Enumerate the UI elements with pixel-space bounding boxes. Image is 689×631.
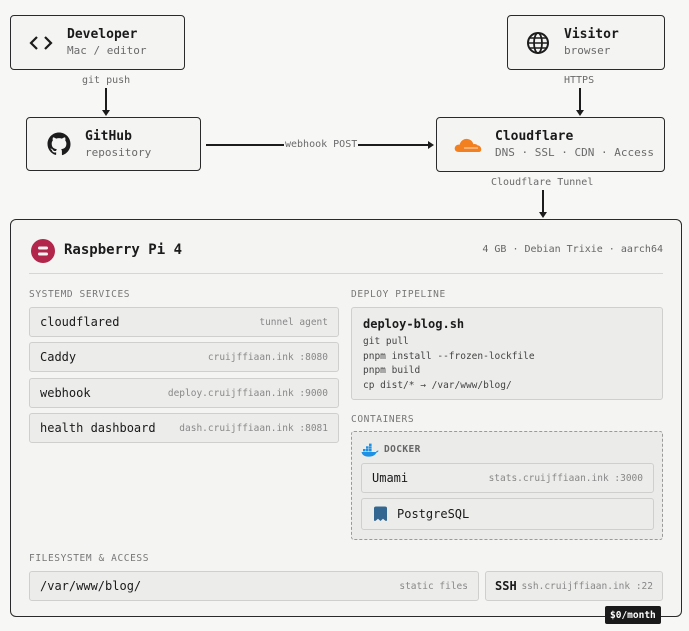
service-meta: cruijffiaan.ink :8080: [207, 351, 328, 363]
edge-label-webhook: webhook POST: [284, 139, 359, 150]
section-heading-pipeline: DEPLOY PIPELINE: [351, 289, 446, 300]
host-specs: 4 GB · Debian Trixie · aarch64: [482, 244, 663, 255]
cost-badge: $0/month: [605, 606, 661, 624]
path-name: /var/www/blog/: [40, 579, 142, 593]
arrowhead: [576, 110, 584, 116]
divider: [29, 273, 663, 274]
edge-cloudflare-pi: [542, 190, 544, 212]
docker-icon: [361, 442, 379, 461]
arrowhead: [539, 212, 547, 218]
github-node: GitHub repository: [26, 117, 201, 171]
pipeline-command: cp dist/* → /var/www/blog/: [363, 379, 512, 391]
pipeline-script-name: deploy-blog.sh: [363, 317, 465, 331]
service-caddy: Caddy cruijffiaan.ink :8080: [29, 342, 339, 372]
filesystem-path: /var/www/blog/ static files: [29, 571, 479, 601]
arrowhead: [428, 141, 434, 149]
host-title: Raspberry Pi 4: [64, 242, 183, 258]
deploy-pipeline-card: deploy-blog.sh git pull pnpm install --f…: [351, 307, 663, 400]
node-title: Cloudflare: [495, 129, 574, 144]
service-webhook: webhook deploy.cruijffiaan.ink :9000: [29, 378, 339, 408]
node-title: Developer: [67, 27, 138, 42]
ssh-access: SSH ssh.cruijffiaan.ink :22: [485, 571, 663, 601]
service-name: cloudflared: [40, 315, 120, 329]
globe-icon: [524, 29, 552, 57]
service-meta: dash.cruijffiaan.ink :8081: [179, 422, 328, 434]
service-meta: deploy.cruijffiaan.ink :9000: [167, 387, 328, 399]
edge-label-tunnel: Cloudflare Tunnel: [491, 177, 594, 188]
service-name: health dashboard: [40, 421, 156, 435]
cloudflare-node: Cloudflare DNS · SSL · CDN · Access: [436, 117, 665, 172]
pipeline-command: pnpm install --frozen-lockfile: [363, 350, 535, 362]
pipeline-command: git pull: [363, 336, 409, 347]
ssh-name: SSH: [495, 579, 517, 593]
container-umami: Umami stats.cruijffiaan.ink :3000: [361, 463, 654, 493]
pipeline-command: pnpm build: [363, 365, 421, 376]
postgresql-icon: [372, 506, 389, 522]
container-name: Umami: [372, 471, 409, 485]
node-subtitle: repository: [85, 145, 152, 159]
section-heading-containers: CONTAINERS: [351, 414, 415, 425]
service-name: webhook: [40, 386, 91, 400]
cloudflare-cloud-icon: [453, 131, 483, 159]
edge-label-https: HTTPS: [564, 75, 595, 86]
node-title: Visitor: [564, 27, 619, 42]
container-postgresql: PostgreSQL: [361, 498, 654, 530]
path-meta: static files: [399, 580, 468, 592]
service-health-dashboard: health dashboard dash.cruijffiaan.ink :8…: [29, 413, 339, 443]
docker-label: DOCKER: [384, 444, 421, 455]
node-subtitle: browser: [564, 44, 611, 57]
visitor-node: Visitor browser: [507, 15, 665, 70]
edge-dev-github: [105, 88, 107, 110]
service-cloudflared: cloudflared tunnel agent: [29, 307, 339, 337]
raspberry-pi-icon: [31, 239, 55, 263]
service-name: Caddy: [40, 350, 77, 364]
section-heading-systemd: SYSTEMD SERVICES: [29, 289, 131, 300]
container-meta: stats.cruijffiaan.ink :3000: [488, 472, 643, 484]
node-subtitle: Mac / editor: [67, 44, 147, 57]
node-title: GitHub: [85, 128, 132, 144]
node-subtitle: DNS · SSL · CDN · Access: [495, 146, 654, 159]
ssh-meta: ssh.cruijffiaan.ink :22: [521, 580, 653, 592]
section-heading-filesystem: FILESYSTEM & ACCESS: [29, 553, 150, 564]
developer-node: Developer Mac / editor: [10, 15, 185, 70]
edge-visitor-cloudflare: [579, 88, 581, 110]
arrowhead: [102, 110, 110, 116]
container-name: PostgreSQL: [397, 507, 470, 521]
service-meta: tunnel agent: [259, 316, 328, 328]
edge-label-git-push: git push: [82, 75, 131, 86]
github-icon: [45, 130, 73, 158]
code-icon: [27, 29, 55, 57]
